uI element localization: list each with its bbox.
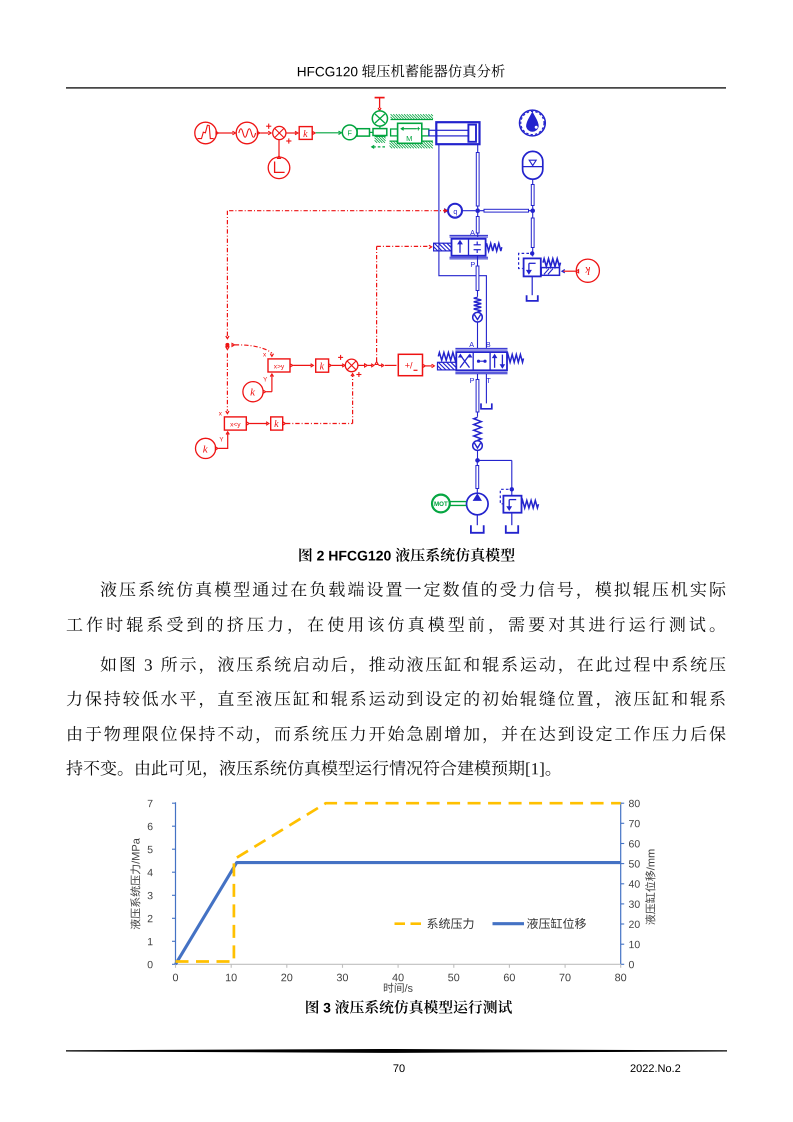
svg-text:x: x xyxy=(263,352,267,359)
svg-text:k: k xyxy=(584,264,590,276)
svg-text:A: A xyxy=(470,228,475,237)
svg-text:T: T xyxy=(486,376,491,385)
svg-text:q: q xyxy=(453,209,457,216)
svg-text:x>y: x>y xyxy=(274,363,285,370)
svg-text:MOT: MOT xyxy=(434,501,448,508)
svg-text:P: P xyxy=(470,376,475,385)
svg-text:k: k xyxy=(250,387,256,399)
svg-text:P: P xyxy=(470,260,475,269)
svg-text:k: k xyxy=(320,361,325,372)
svg-text:A: A xyxy=(469,340,474,349)
svg-text:k: k xyxy=(203,443,209,455)
svg-text:x<y: x<y xyxy=(230,421,241,428)
svg-text:Y: Y xyxy=(219,436,223,443)
svg-text:k: k xyxy=(274,419,279,430)
svg-text:F: F xyxy=(347,129,352,138)
svg-text:k: k xyxy=(303,129,308,140)
svg-text:x: x xyxy=(219,410,223,417)
svg-text:Y: Y xyxy=(263,376,267,383)
svg-text:M: M xyxy=(406,134,412,143)
svg-text:+/: +/ xyxy=(405,361,413,371)
svg-text:B: B xyxy=(486,340,491,349)
